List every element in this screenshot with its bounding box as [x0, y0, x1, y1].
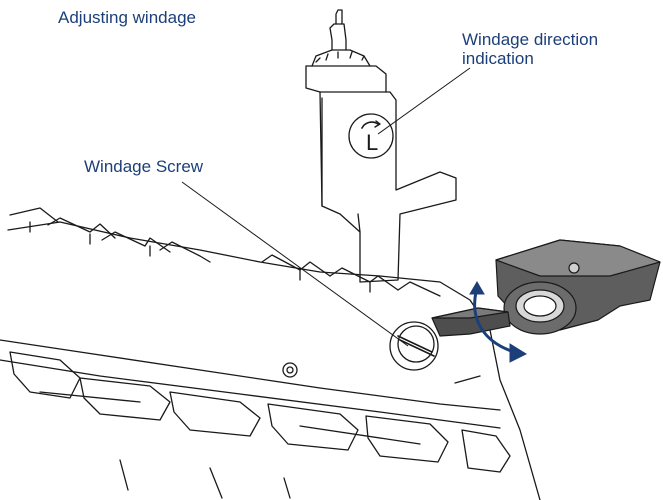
- callout-lines: [181, 67, 471, 347]
- vent-slots: [9, 351, 511, 473]
- rotation-arrow-icon: [469, 281, 528, 363]
- windage-screw-callout: Windage Screw: [84, 157, 204, 176]
- indicator-letter: L: [366, 130, 378, 155]
- callout-line-2: indication: [462, 49, 534, 68]
- windage-tool-icon: [431, 239, 661, 337]
- rear-sight-tower: [305, 9, 457, 283]
- windage-direction-callout: Windage direction indication: [462, 30, 598, 68]
- diagram-title: Adjusting windage: [58, 8, 196, 27]
- direction-indicator-icon: L: [348, 113, 394, 159]
- rail-body: [0, 221, 541, 500]
- windage-screw-icon: [389, 321, 439, 371]
- callout-line-1: Windage direction: [462, 30, 599, 49]
- rail-teeth: [9, 207, 441, 297]
